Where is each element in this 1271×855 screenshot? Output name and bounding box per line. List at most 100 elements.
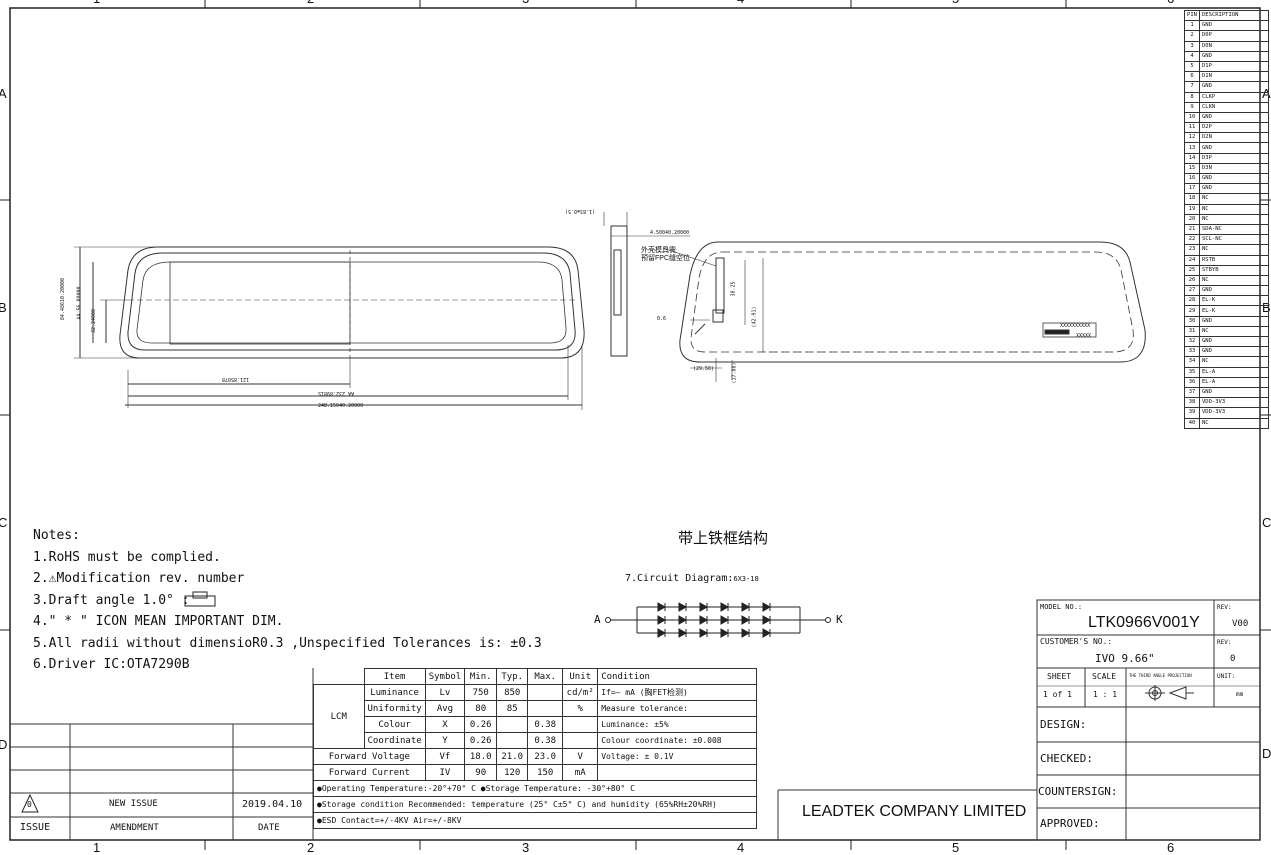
diode-icon bbox=[699, 628, 709, 638]
cathode-label: K bbox=[836, 613, 843, 626]
side-dim-thickness: 4.50040.20000 bbox=[650, 230, 690, 236]
pin-number: 15 bbox=[1184, 162, 1200, 175]
zone-col-3-bottom: 3 bbox=[522, 840, 530, 855]
pin-number: 4 bbox=[1184, 50, 1200, 62]
rev-value: V00 bbox=[1232, 619, 1249, 629]
back-dim-e: 0.6 bbox=[657, 316, 667, 322]
spec-cell: If=— mA (胸FET检测) bbox=[597, 684, 758, 701]
scale-label: SCALE bbox=[1092, 672, 1117, 681]
pin-description: NC bbox=[1199, 213, 1269, 225]
rev-label: REV: bbox=[1217, 604, 1232, 611]
scale-value: 1 : 1 bbox=[1093, 690, 1118, 699]
pin-description: EL-A bbox=[1199, 366, 1269, 378]
spec-cell bbox=[496, 732, 529, 749]
projection-label: THE THIRD ANGLE PROJECTION bbox=[1129, 673, 1192, 678]
pin-description: STBYB bbox=[1199, 264, 1269, 276]
back-dim-d: (17.88) bbox=[731, 362, 738, 384]
pin-number: 17 bbox=[1184, 183, 1200, 195]
pin-description: SCL-NC bbox=[1199, 234, 1269, 246]
pin-number: 5 bbox=[1184, 60, 1200, 73]
pin-description: EL-K bbox=[1199, 305, 1269, 317]
spec-row: Forward Current IV 90 120 150 mA bbox=[313, 764, 758, 781]
spec-cell: 120 bbox=[496, 764, 529, 781]
spec-cell: Colour coordinate: ±0.008 bbox=[597, 732, 758, 749]
side-dim-top: (1.83±0.5) bbox=[565, 208, 596, 214]
pin-description: D1N bbox=[1199, 71, 1269, 83]
revision-amendment: NEW ISSUE bbox=[109, 799, 158, 809]
dim-height-outer: 84.48610.20000 bbox=[60, 277, 67, 321]
pin-description: GND bbox=[1199, 315, 1269, 327]
title-block-grid bbox=[777, 599, 1261, 841]
pin-number: 28 bbox=[1184, 295, 1200, 307]
spec-cell: Vf bbox=[424, 748, 466, 765]
revision-date: 2019.04.10 bbox=[242, 799, 303, 810]
pin-number: 27 bbox=[1184, 285, 1200, 297]
spec-cell bbox=[527, 684, 564, 701]
back-dim-c: (29.50) bbox=[693, 366, 715, 372]
spec-cell: Measure tolerance: bbox=[597, 700, 758, 717]
spec-cell: 21.0 bbox=[496, 748, 529, 765]
zone-col-1-top: 1 bbox=[93, 0, 100, 6]
spec-cell: 18.0 bbox=[464, 748, 498, 765]
spec-header-condition: Condition bbox=[597, 668, 758, 685]
pin-number: 6 bbox=[1184, 71, 1200, 83]
spec-cell: cd/m² bbox=[562, 684, 599, 701]
pin-number: 3 bbox=[1184, 40, 1200, 52]
spec-row: Forward Voltage Vf 18.0 21.0 23.0 V Volt… bbox=[313, 748, 758, 765]
spec-cell bbox=[527, 700, 564, 717]
pin-description: D1P bbox=[1199, 60, 1269, 73]
spec-cell: 750 bbox=[464, 684, 498, 701]
back-view bbox=[662, 241, 1146, 382]
col-date: DATE bbox=[258, 823, 280, 833]
checked-label: CHECKED: bbox=[1040, 752, 1093, 765]
zone-row-d-left: D bbox=[0, 737, 8, 752]
spec-header-row: Item Symbol Min. Typ. Max. Unit Conditio… bbox=[313, 668, 758, 685]
pin-description: GND bbox=[1199, 172, 1269, 185]
diode-icon bbox=[741, 615, 751, 625]
pin-number: 34 bbox=[1184, 356, 1200, 368]
zone-row-c-right: C bbox=[1262, 515, 1271, 530]
pin-number: 21 bbox=[1184, 223, 1200, 236]
back-label-code: XXXXXXXXXX bbox=[1060, 323, 1091, 329]
pin-number: 9 bbox=[1184, 101, 1200, 113]
pin-number: 7 bbox=[1184, 81, 1200, 93]
pin-description: VDD-3V3 bbox=[1199, 397, 1269, 409]
pin-description: EL-K bbox=[1199, 295, 1269, 307]
pin-number: 10 bbox=[1184, 111, 1200, 124]
revision-triangle bbox=[21, 793, 39, 813]
pin-description: GND bbox=[1199, 81, 1269, 93]
pin-number: 14 bbox=[1184, 152, 1200, 164]
pin-description: D3P bbox=[1199, 152, 1269, 164]
spec-header-unit: Unit bbox=[562, 668, 599, 685]
spec-cell: 85 bbox=[496, 700, 529, 717]
zone-col-1-bottom: 1 bbox=[93, 840, 101, 855]
pin-description: NC bbox=[1199, 203, 1269, 215]
spec-cell: Lv bbox=[424, 684, 466, 701]
spec-header-max: Max. bbox=[527, 668, 564, 685]
pin-number: 24 bbox=[1184, 254, 1200, 266]
circuit-diagram bbox=[605, 602, 831, 638]
spec-cell: 0.26 bbox=[464, 732, 498, 749]
back-dim-a: 38.25 bbox=[730, 281, 737, 297]
pin-number: 12 bbox=[1184, 132, 1200, 144]
zone-col-6-top: 6 bbox=[1167, 0, 1174, 6]
spec-cell: Coordinate bbox=[363, 732, 426, 749]
diode-icon bbox=[657, 628, 667, 638]
pin-description: D2N bbox=[1199, 132, 1269, 144]
spec-cell: Avg bbox=[424, 700, 466, 717]
spec-cell: Y bbox=[424, 732, 466, 749]
pin-number: 19 bbox=[1184, 203, 1200, 215]
